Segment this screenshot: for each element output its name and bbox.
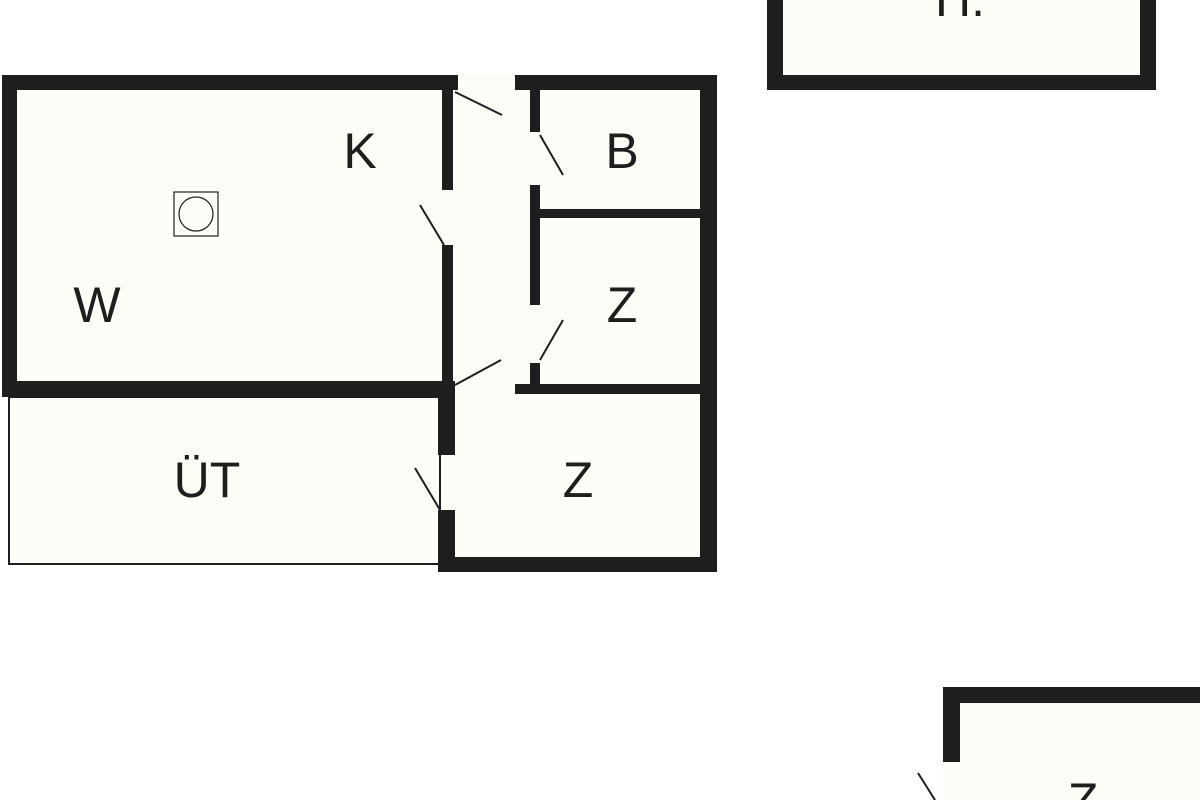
room-label-living: W: [73, 277, 121, 333]
utility-room-outline: [8, 396, 441, 565]
room-label-middle: Z: [607, 277, 638, 333]
lower-room-floor: [438, 381, 717, 572]
room-label-lower: Z: [563, 452, 594, 508]
room-label-bottom-right: Z: [1068, 773, 1099, 800]
room-label-top-right: H.: [935, 0, 985, 27]
room-label-bathroom: B: [605, 123, 638, 179]
walls: [2, 0, 1200, 762]
door-swings: [414, 91, 936, 800]
room-label-kitchen: K: [343, 123, 376, 179]
bottom-right-floor: [943, 687, 1200, 800]
room-label-utility: ÜT: [174, 452, 241, 508]
main-floor: [2, 75, 717, 397]
stove-icon: [173, 191, 219, 237]
